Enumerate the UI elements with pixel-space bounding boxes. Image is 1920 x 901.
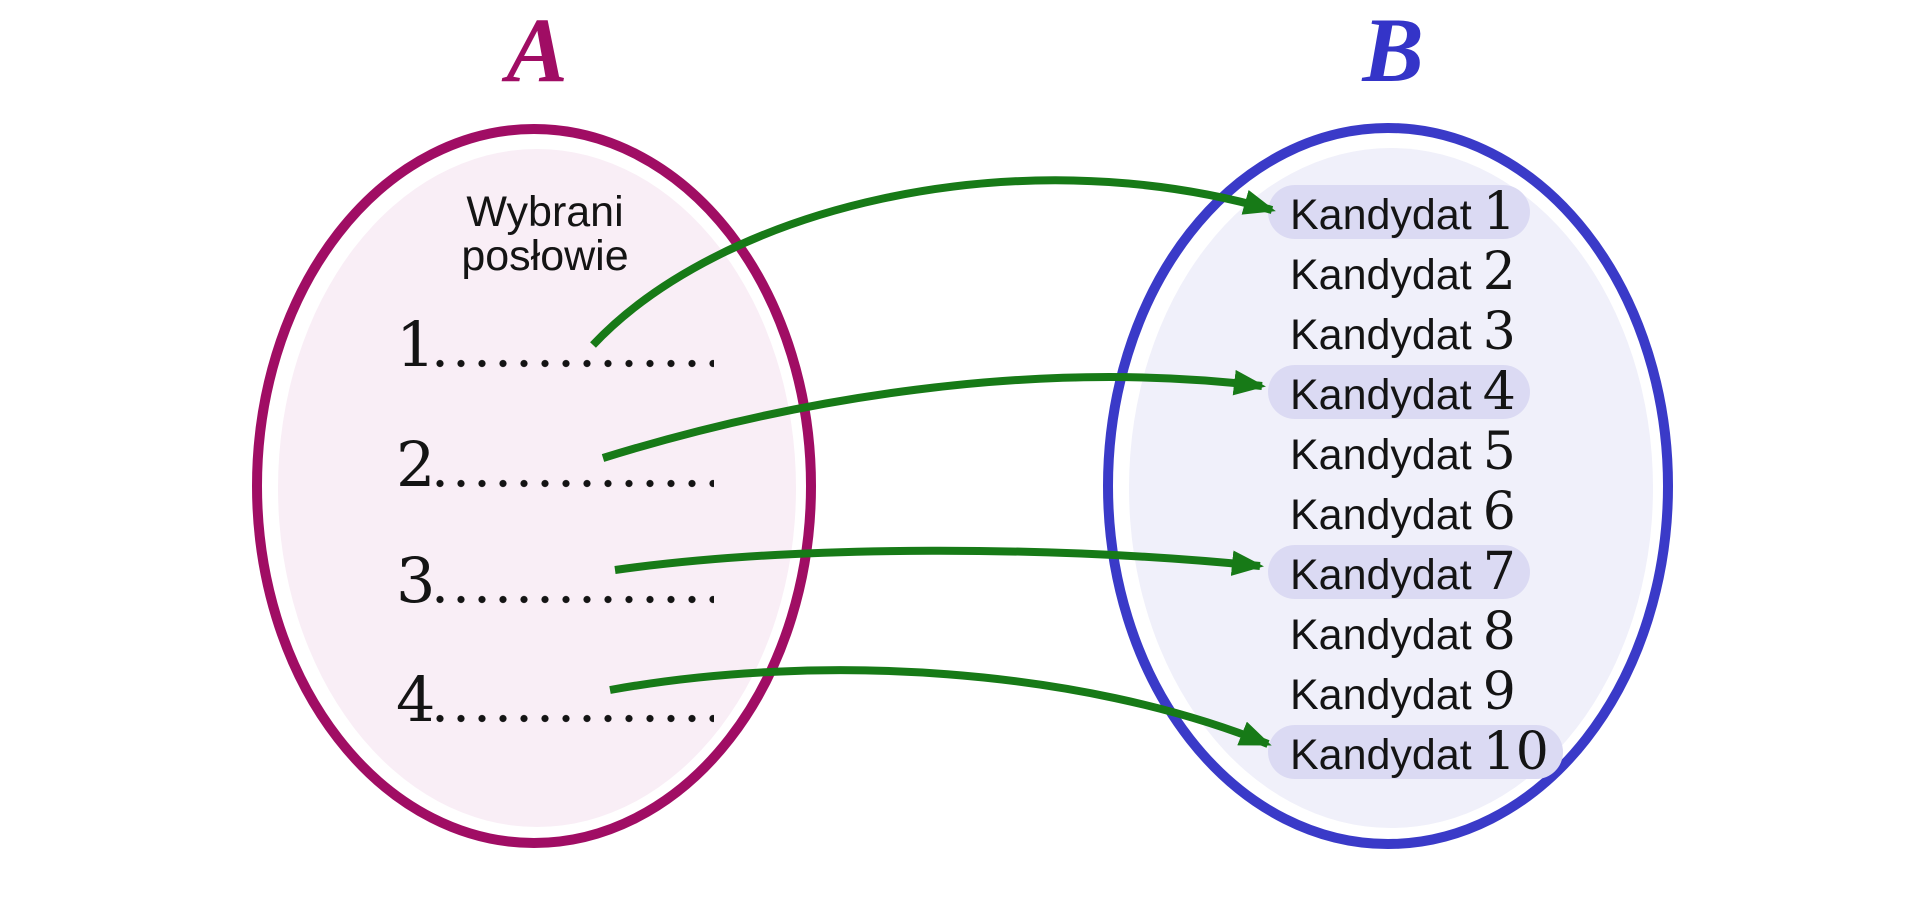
candidate-name: Kandydat <box>1290 671 1472 719</box>
candidate-name: Kandydat <box>1290 551 1472 599</box>
candidate-number: 3 <box>1482 302 1516 362</box>
set-a-item-number: 4 <box>396 663 436 736</box>
set-a-item-1: 1 <box>396 312 726 378</box>
candidate-name: Kandydat <box>1290 491 1472 539</box>
set-a-item-number: 1 <box>396 308 436 381</box>
candidate-number: 8 <box>1482 602 1516 662</box>
candidate-number: 6 <box>1482 482 1516 542</box>
dotted-blank-line <box>436 595 714 604</box>
dotted-blank-line <box>436 479 714 488</box>
set-a-item-3: 3 <box>396 548 726 614</box>
set-a-item-4: 4 <box>396 667 726 733</box>
set-b-label: B <box>1362 0 1424 101</box>
candidate-number: 9 <box>1482 662 1516 722</box>
candidate-name: Kandydat <box>1290 371 1472 419</box>
candidate-number: 10 <box>1482 722 1549 782</box>
set-a-title-line1: Wybrani <box>466 188 624 236</box>
candidate-name: Kandydat <box>1290 431 1472 479</box>
set-a-item-number: 3 <box>396 544 436 617</box>
candidate-name: Kandydat <box>1290 611 1472 659</box>
dotted-blank-line <box>436 714 714 723</box>
candidate-name: Kandydat <box>1290 731 1472 779</box>
candidate-number: 5 <box>1482 422 1516 482</box>
candidate-number: 7 <box>1482 542 1516 602</box>
candidate-name: Kandydat <box>1290 251 1472 299</box>
candidate-number: 1 <box>1482 182 1516 242</box>
set-a-title-line2: posłowie <box>461 232 629 280</box>
candidate-name: Kandydat <box>1290 311 1472 359</box>
candidate-name: Kandydat <box>1290 191 1472 239</box>
candidate-number: 2 <box>1482 242 1516 302</box>
dotted-blank-line <box>436 359 714 368</box>
set-a-item-number: 2 <box>396 428 436 501</box>
candidate-number: 4 <box>1482 362 1516 422</box>
set-a-item-2: 2 <box>396 432 726 498</box>
set-a-label: A <box>506 0 568 101</box>
set-a-title: Wybrani posłowie <box>395 190 695 278</box>
